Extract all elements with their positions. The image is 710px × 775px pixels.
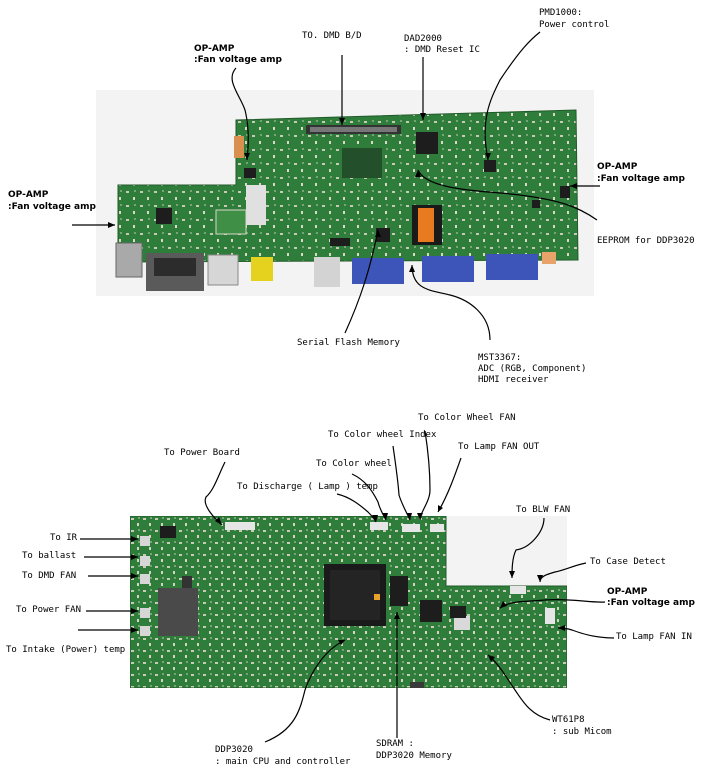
label-mst3367-line2: ADC (RGB, Component) <box>478 364 587 374</box>
label-eeprom: EEPROM for DDP3020 <box>597 236 695 246</box>
label-to-color-wheel-index: To Color wheel Index <box>328 430 437 440</box>
label-to-ballast: To ballast <box>22 551 77 561</box>
label-to-blw-fan: To BLW FAN <box>516 505 571 515</box>
label-ddp3020: DDP3020 <box>215 745 253 755</box>
label-to-color-wheel: To Color wheel <box>316 459 392 469</box>
label-wt61p8-desc: : sub Micom <box>552 727 612 737</box>
label-to-discharge-temp: To Discharge ( Lamp ) temp <box>237 482 378 492</box>
label-ddp3020-desc: : main CPU and controller <box>215 757 351 767</box>
bottom-board-photo <box>130 516 567 688</box>
top-board-photo <box>96 90 594 296</box>
label-opamp-top-a-desc: :Fan voltage amp <box>194 55 282 65</box>
label-pmd1000-desc: Power control <box>539 20 610 30</box>
label-opamp-top-a: OP-AMP <box>194 44 235 54</box>
label-serial-flash: Serial Flash Memory <box>297 338 400 348</box>
label-to-dmd-bd: TO. DMD B/D <box>302 31 362 41</box>
label-to-case-detect: To Case Detect <box>590 557 666 567</box>
label-wt61p8: WT61P8 <box>552 715 585 725</box>
label-opamp-bottom-desc: :Fan voltage amp <box>607 598 695 608</box>
label-opamp-top-c: OP-AMP <box>597 162 638 172</box>
label-sdram-desc: DDP3020 Memory <box>376 751 452 761</box>
label-to-ir: To IR <box>50 533 78 543</box>
label-to-power-board: To Power Board <box>164 448 240 458</box>
label-dad2000: DAD2000 <box>404 34 442 44</box>
label-sdram: SDRAM : <box>376 739 414 749</box>
label-mst3367: MST3367: <box>478 353 522 363</box>
label-to-color-wheel-fan: To Color Wheel FAN <box>418 413 516 423</box>
label-opamp-top-b: OP-AMP <box>8 190 49 200</box>
label-opamp-bottom: OP-AMP <box>607 587 648 597</box>
label-to-dmd-fan: To DMD FAN <box>22 571 77 581</box>
label-dad2000-desc: : DMD Reset IC <box>404 45 480 55</box>
label-pmd1000: PMD1000: <box>539 8 583 18</box>
label-opamp-top-b-desc: :Fan voltage amp <box>8 202 96 212</box>
label-opamp-top-c-desc: :Fan voltage amp <box>597 174 685 184</box>
label-to-lamp-fan-in: To Lamp FAN IN <box>616 632 692 642</box>
label-to-lamp-fan-out: To Lamp FAN OUT <box>458 442 540 452</box>
label-to-intake-temp: To Intake (Power) temp <box>6 645 126 655</box>
label-mst3367-line3: HDMI receiver <box>478 375 549 385</box>
label-to-power-fan: To Power FAN <box>16 605 82 615</box>
